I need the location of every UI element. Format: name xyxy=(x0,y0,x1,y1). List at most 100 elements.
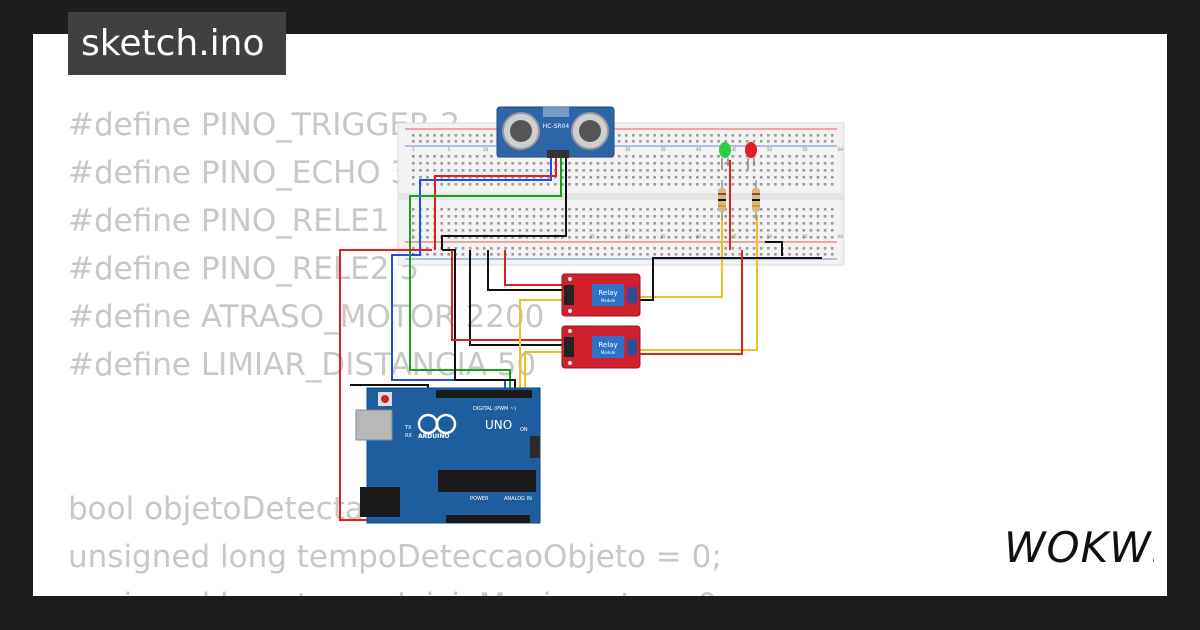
breadboard-hole xyxy=(816,183,820,186)
breadboard-hole xyxy=(518,222,522,225)
breadboard-hole xyxy=(816,176,820,179)
breadboard-hole xyxy=(660,183,664,186)
arduino-uno-board[interactable]: DIGITAL (PWM ~) UNO ARDUINO ON TX RX POW… xyxy=(355,387,541,524)
led-red[interactable] xyxy=(745,142,757,170)
breadboard-hole xyxy=(752,247,756,250)
wire-red xyxy=(434,158,557,250)
breadboard-hole xyxy=(461,247,465,250)
breadboard-hole xyxy=(823,215,827,218)
breadboard-hole xyxy=(596,222,600,225)
breadboard-hole xyxy=(497,215,500,218)
breadboard-hole xyxy=(625,169,628,172)
breadboard-hole xyxy=(440,253,443,256)
breadboard-hole xyxy=(660,208,664,211)
breadboard-hole xyxy=(589,253,593,256)
breadboard-hole xyxy=(738,253,742,256)
breadboard-hole xyxy=(802,253,806,256)
breadboard-hole xyxy=(774,140,777,143)
breadboard-hole xyxy=(433,253,436,256)
breadboard-hole xyxy=(483,229,486,232)
breadboard-hole xyxy=(795,208,798,211)
breadboard-hole xyxy=(674,134,678,137)
breadboard-hole xyxy=(582,169,585,172)
relay-module-2[interactable]: Relay Module xyxy=(561,325,641,369)
breadboard-hole xyxy=(419,176,422,179)
resistor-1[interactable] xyxy=(718,180,726,220)
filename-tab[interactable]: sketch.ino xyxy=(68,12,286,75)
breadboard-hole xyxy=(568,222,571,225)
breadboard-hole xyxy=(724,134,727,137)
breadboard-hole xyxy=(539,176,543,179)
breadboard-hole xyxy=(483,236,486,239)
breadboard-hole xyxy=(646,162,649,165)
breadboard-hole xyxy=(596,183,600,186)
breadboard-hole xyxy=(617,236,621,239)
breadboard-hole xyxy=(440,162,443,165)
breadboard-hole xyxy=(717,140,720,143)
breadboard-hole xyxy=(802,222,806,225)
breadboard-hole xyxy=(774,229,777,232)
breadboard-hole xyxy=(639,253,642,256)
breadboard-hole xyxy=(795,169,798,172)
breadboard-hole xyxy=(717,155,720,158)
breadboard-hole xyxy=(759,140,763,143)
relay-module-1[interactable]: Relay Module xyxy=(561,273,641,317)
breadboard-hole xyxy=(632,236,635,239)
breadboard-hole xyxy=(688,169,692,172)
breadboard-hole xyxy=(504,162,507,165)
breadboard-hole xyxy=(738,222,742,225)
breadboard-hole xyxy=(646,208,649,211)
breadboard-hole xyxy=(632,208,635,211)
breadboard-hole xyxy=(752,229,756,232)
breadboard-hole xyxy=(745,155,749,158)
breadboard-hole xyxy=(653,208,656,211)
breadboard-hole xyxy=(696,222,699,225)
breadboard-hole xyxy=(426,229,429,232)
breadboard-hole xyxy=(440,208,443,211)
breadboard-hole xyxy=(809,208,813,211)
breadboard-hole xyxy=(703,253,706,256)
breadboard-hole xyxy=(447,253,451,256)
arduino-model: UNO xyxy=(485,418,512,432)
breadboard-hole xyxy=(774,134,777,137)
reset-button[interactable] xyxy=(381,395,389,403)
relay-2-sublabel: Module xyxy=(601,350,616,355)
breadboard-hole xyxy=(781,208,784,211)
breadboard-hole xyxy=(767,183,770,186)
breadboard-hole xyxy=(610,215,614,218)
breadboard-hole xyxy=(554,229,557,232)
breadboard-hole xyxy=(809,229,813,232)
breadboard-hole xyxy=(774,162,777,165)
breadboard-hole xyxy=(475,183,479,186)
breadboard-hole xyxy=(447,208,451,211)
ultrasonic-sensor[interactable]: HC-SR04 xyxy=(496,106,615,158)
breadboard-hole xyxy=(745,140,749,143)
led-green[interactable] xyxy=(719,142,731,170)
breadboard-hole xyxy=(745,208,749,211)
breadboard-hole xyxy=(532,229,536,232)
breadboard-hole xyxy=(617,155,621,158)
breadboard-hole xyxy=(823,229,827,232)
breadboard-hole xyxy=(490,253,493,256)
wire-red xyxy=(504,250,562,286)
breadboard-hole xyxy=(639,162,642,165)
breadboard-hole xyxy=(582,208,585,211)
breadboard-hole xyxy=(603,162,607,165)
resistor-2[interactable] xyxy=(752,180,760,220)
breadboard-hole xyxy=(625,236,628,239)
breadboard-hole xyxy=(412,208,415,211)
breadboard-hole xyxy=(795,215,798,218)
breadboard-hole xyxy=(710,176,713,179)
breadboard-hole xyxy=(497,253,500,256)
breadboard-hole xyxy=(767,134,770,137)
breadboard-hole xyxy=(830,215,834,218)
breadboard-hole xyxy=(426,140,429,143)
breadboard-hole xyxy=(724,176,727,179)
breadboard-hole xyxy=(696,229,699,232)
breadboard-hole xyxy=(802,247,806,250)
breadboard-hole xyxy=(681,208,685,211)
breadboard-hole xyxy=(830,162,834,165)
breadboard-hole xyxy=(525,183,529,186)
breadboard-hole xyxy=(561,176,564,179)
breadboard-hole xyxy=(610,169,614,172)
